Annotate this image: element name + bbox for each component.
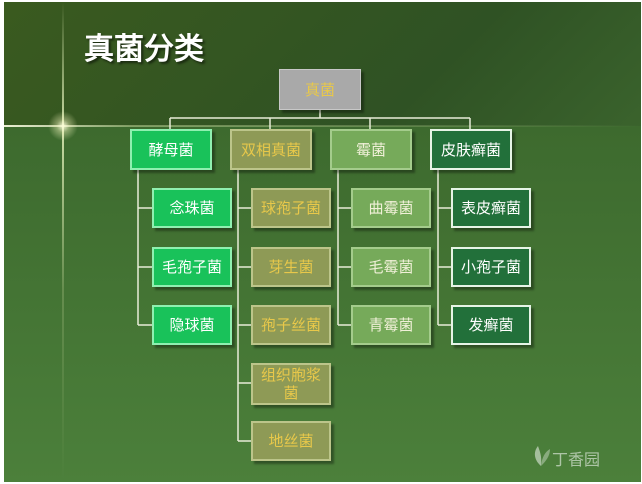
leaf-node-blastomyces: 芽生菌 [251, 247, 331, 287]
leaf-node-coccidioides: 球孢子菌 [251, 188, 331, 228]
leaf-node-epidermophyton: 表皮癣菌 [451, 188, 531, 228]
decorative-vertical-line [62, 2, 64, 482]
leaf-node-trichosporon: 毛孢子菌 [152, 247, 232, 287]
root-node-fungi: 真菌 [279, 69, 361, 110]
decorative-horizontal-line [4, 125, 641, 127]
leaf-node-candida: 念珠菌 [152, 188, 232, 228]
leaf-node-geotrichum: 地丝菌 [251, 421, 331, 461]
leaf-node-cryptococcus: 隐球菌 [152, 305, 232, 345]
group-node-molds: 霉菌 [330, 129, 412, 170]
leaf-node-histoplasma: 组织胞浆菌 [251, 363, 331, 405]
slide-title: 真菌分类 [84, 32, 204, 67]
leaf-node-trichophyton: 发癣菌 [451, 305, 531, 345]
leaf-node-aspergillus: 曲霉菌 [351, 188, 431, 228]
leaf-node-penicillium: 青霉菌 [351, 305, 431, 345]
sparkle-decoration [48, 111, 78, 141]
group-node-yeast: 酵母菌 [130, 129, 212, 170]
group-node-dimorphic-fungi: 双相真菌 [230, 129, 312, 170]
leaf-node-microsporum: 小孢子菌 [451, 247, 531, 287]
group-node-dermatophytes: 皮肤癣菌 [430, 129, 512, 170]
leaf-node-sporothrix: 孢子丝菌 [251, 305, 331, 345]
watermark-text: 丁香园 [552, 450, 601, 469]
leaf-logo-icon [534, 446, 550, 466]
leaf-node-mucor: 毛霉菌 [351, 247, 431, 287]
